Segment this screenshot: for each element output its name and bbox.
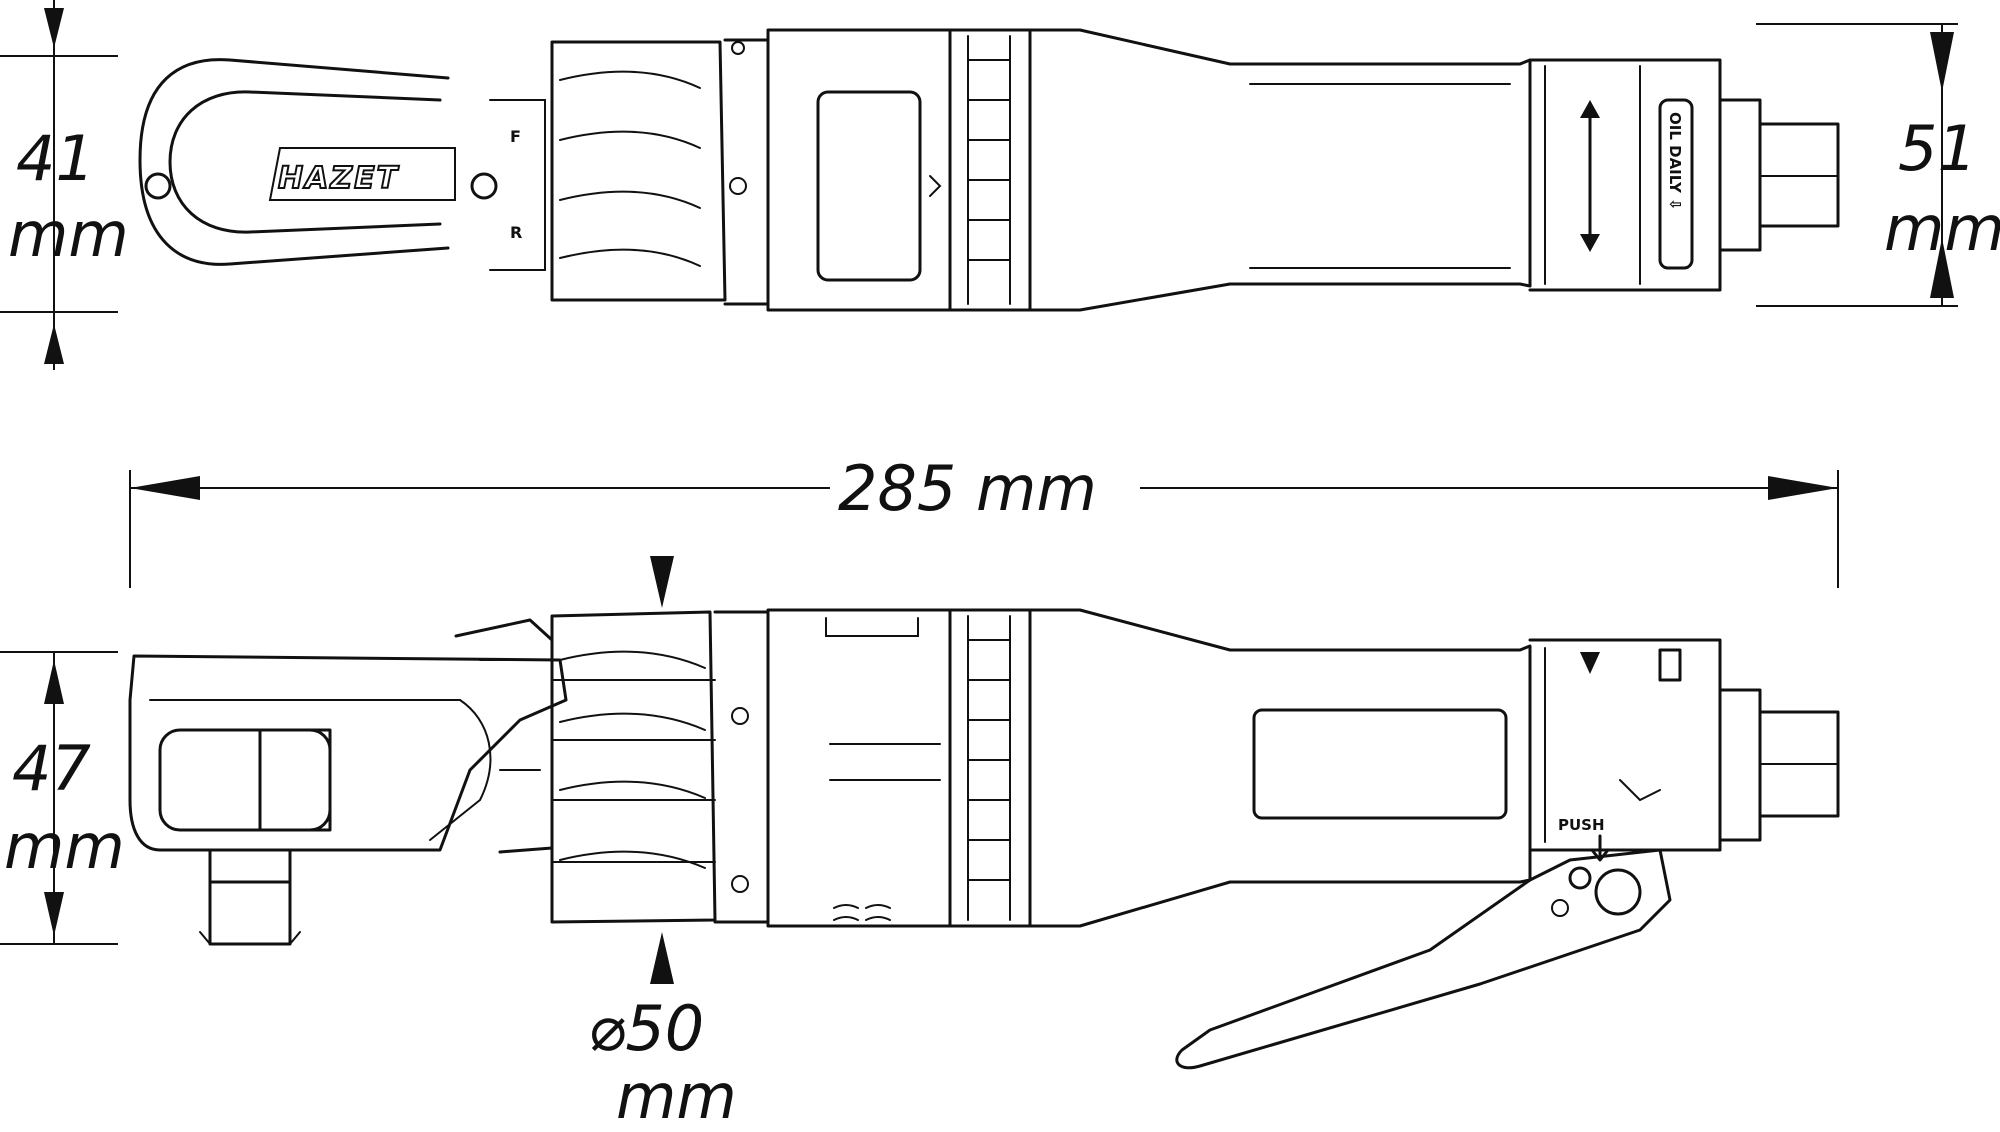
forward-mark: F [510, 127, 521, 146]
pivot-screw-icon [470, 172, 498, 200]
diameter-unit: mm [616, 1060, 737, 1132]
push-label: PUSH [1558, 816, 1605, 834]
oil-daily-label: OIL DAILY ⇩ [1666, 112, 1684, 211]
dimension-width-rear: 51 mm [1756, 23, 2000, 307]
width-head-value: 41 [16, 122, 95, 195]
length-value: 285 mm [838, 452, 1097, 525]
reverse-mark: R [510, 223, 522, 242]
height-head-value: 47 [12, 732, 91, 805]
width-rear-unit: mm [1884, 192, 2000, 265]
dimension-diameter: ⌀50 mm [588, 556, 737, 1132]
side-view: PUSH [128, 608, 1840, 1070]
pivot-screw-icon [144, 172, 172, 200]
width-rear-value: 51 [1898, 112, 1977, 185]
dimension-height-head: 47 mm [0, 651, 125, 945]
dimension-length: 285 mm [129, 452, 1839, 588]
height-head-unit: mm [4, 810, 125, 883]
brand-label: HAZET [278, 161, 400, 196]
width-head-unit: mm [8, 198, 129, 271]
dimension-width-head: 41 mm [0, 0, 129, 370]
diameter-value: ⌀50 [588, 992, 704, 1065]
top-view: HAZET F R OIL DAILY ⇩ [138, 28, 1840, 312]
